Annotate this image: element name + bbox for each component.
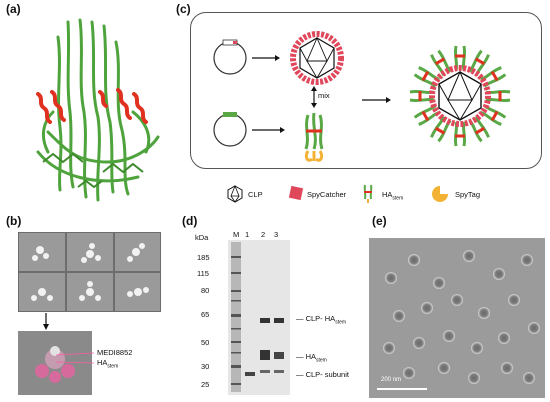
schematic-box xyxy=(190,12,542,169)
marker-50: 50 xyxy=(201,338,210,347)
ha-stem-label: HAstem xyxy=(97,358,119,370)
scale-bar-label: 200 nm xyxy=(381,377,402,383)
sds-page-gel xyxy=(228,240,290,395)
assembly-schematic xyxy=(213,31,511,203)
lane-3: 3 xyxy=(274,230,279,239)
panel-c-label: (c) xyxy=(176,2,191,16)
tem-micrograph: 200 nm xyxy=(369,238,545,398)
band-label-ha: — HAstem xyxy=(296,352,327,364)
panel-a-label: (a) xyxy=(6,2,21,16)
spycatcher-legend-icon xyxy=(288,185,304,201)
down-arrow-icon xyxy=(43,313,49,330)
plasmid-1-icon xyxy=(213,41,247,75)
kda-label: kDa xyxy=(195,233,209,242)
band-label-clp-ha: — CLP- HAstem xyxy=(296,314,347,326)
lane-m: M xyxy=(233,230,240,239)
lane-1: 1 xyxy=(245,230,250,239)
panel-e-label: (e) xyxy=(372,214,387,228)
marker-25: 25 xyxy=(201,380,210,389)
lane-2: 2 xyxy=(261,230,266,239)
protein-structure-ribbon xyxy=(36,18,160,202)
band-label-clp-subunit: — CLP- subunit xyxy=(296,370,349,379)
ha-legend-icon xyxy=(363,184,373,203)
spytag-legend-icon xyxy=(432,186,448,202)
marker-115: 115 xyxy=(197,269,209,278)
legend-spycatcher-text: SpyCatcher xyxy=(307,190,347,199)
clp-legend-icon xyxy=(227,184,243,203)
ha-spytag-icon xyxy=(304,112,324,162)
marker-65: 65 xyxy=(201,310,210,319)
scale-bar xyxy=(377,388,427,390)
plasmid-2-icon xyxy=(213,113,247,147)
medi8852-label: MEDI8852 xyxy=(97,348,133,357)
legend-spytag-text: SpyTag xyxy=(455,190,481,199)
clp-spycatcher-icon xyxy=(290,31,344,85)
marker-80: 80 xyxy=(201,286,210,295)
panel-d-label: (d) xyxy=(182,214,198,228)
marker-185: 185 xyxy=(197,253,210,262)
mix-label: mix xyxy=(318,91,330,100)
marker-30: 30 xyxy=(201,362,210,371)
assembled-nanoparticle-icon xyxy=(409,45,511,147)
2d-class-averages xyxy=(18,232,161,312)
annotation-lines xyxy=(56,352,95,364)
legend-ha-text: HAstem xyxy=(382,190,404,202)
panel-b-label: (b) xyxy=(6,214,22,228)
legend-clp-text: CLP xyxy=(248,190,263,199)
